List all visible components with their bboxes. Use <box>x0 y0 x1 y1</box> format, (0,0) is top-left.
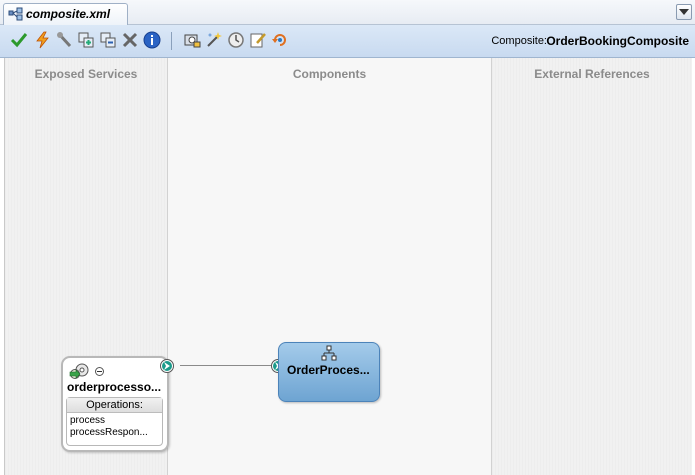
wizard-icon[interactable] <box>205 31 223 49</box>
composite-toolbar: Composite: OrderBookingComposite <box>0 25 695 58</box>
composite-label: Composite: <box>491 35 547 47</box>
composite-file-icon <box>8 7 24 26</box>
components-title: Components <box>292 67 367 81</box>
composite-canvas[interactable]: Exposed Services Components External Ref… <box>4 58 692 475</box>
delete-icon[interactable] <box>121 31 139 49</box>
collapse-icon[interactable] <box>95 367 104 376</box>
service-box[interactable]: orderprocesso... Operations: process pro… <box>61 356 169 452</box>
editor-tab-bar: composite.xml <box>0 0 695 25</box>
composite-name: OrderBookingComposite <box>546 34 689 48</box>
exposed-services-title: Exposed Services <box>34 67 138 81</box>
external-references-title: External References <box>534 67 650 81</box>
wire-connection[interactable] <box>180 365 275 366</box>
operations-header: Operations: <box>67 398 162 413</box>
operations-panel: Operations: process processRespon... <box>66 397 163 446</box>
add-component-icon[interactable] <box>77 31 95 49</box>
wrench-icon[interactable] <box>56 31 74 49</box>
external-references-lane: External References <box>492 58 692 475</box>
tab-menu-button[interactable] <box>676 4 692 20</box>
refresh-icon[interactable] <box>271 31 289 49</box>
service-port-icon[interactable] <box>160 359 174 373</box>
toolbar-separator <box>171 32 172 50</box>
components-lane: Components <box>168 58 492 475</box>
service-name: orderprocesso... <box>67 380 162 394</box>
bpel-process-component[interactable]: OrderProces... <box>278 342 380 402</box>
component-name: OrderProces... <box>287 363 370 377</box>
operation-item[interactable]: processRespon... <box>70 427 148 438</box>
editor-tab[interactable]: composite.xml <box>3 3 128 25</box>
operation-item[interactable]: process <box>70 415 106 426</box>
edit-icon[interactable] <box>249 31 267 49</box>
remove-component-icon[interactable] <box>99 31 117 49</box>
test-icon[interactable] <box>183 31 201 49</box>
bpel-process-icon <box>321 345 337 366</box>
validate-icon[interactable] <box>10 31 28 49</box>
chevron-down-icon <box>679 9 689 15</box>
tab-label: composite.xml <box>26 7 111 21</box>
service-gear-icon <box>68 362 92 385</box>
history-icon[interactable] <box>227 31 245 49</box>
lightning-icon[interactable] <box>34 31 52 49</box>
info-icon[interactable] <box>143 31 161 49</box>
